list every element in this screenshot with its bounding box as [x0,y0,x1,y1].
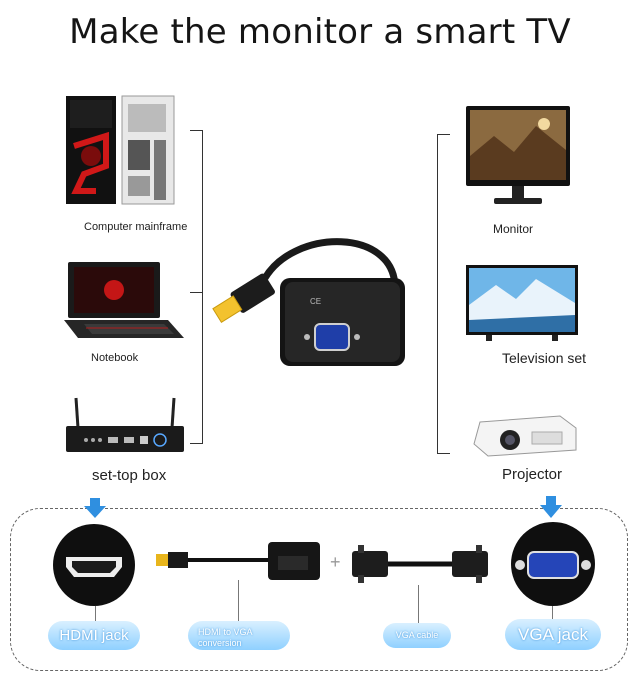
television-image [466,265,578,341]
right-down-arrow-icon [540,496,562,518]
hdmi-jack-pill: HDMI jack [48,621,140,650]
monitor-label: Monitor [493,222,534,236]
hdmi-to-vga-adapter-image [212,238,405,366]
connection-panel [10,508,628,671]
projector-label: Projector [502,466,563,483]
page-title: Make the monitor a smart TV [69,12,571,52]
plus-sign: + [330,552,341,572]
notebook-image [64,262,184,338]
vga-jack-leader [552,606,553,626]
hdmi-jack-icon [53,524,135,606]
left-bracket [190,130,203,444]
set-top-box-image [66,397,184,452]
vga-jack-icon [511,522,595,606]
vga-cable-pill: VGA cable [383,623,451,648]
adapter-ce-mark: CE [310,297,322,306]
vga-jack-pill: VGA jack [505,619,601,650]
projector-image [473,415,577,457]
left-bracket-tick [190,292,202,293]
notebook-label: Notebook [91,352,139,364]
monitor-image [466,106,570,204]
hdmi-to-vga-cable-image [156,542,320,580]
computer-mainframe-label: Computer mainframe [84,221,188,233]
vga-cable-leader [418,585,419,625]
conversion-pill: HDMI to VGA conversion [188,621,290,650]
left-down-arrow-icon [84,498,106,518]
television-label: Television set [502,350,587,366]
vga-cable-image [352,545,488,583]
set-top-box-label: set-top box [92,467,167,484]
hdmi-jack-leader [95,606,96,626]
right-bracket [437,134,450,454]
conversion-leader [238,580,239,624]
computer-mainframe-image [66,95,175,205]
